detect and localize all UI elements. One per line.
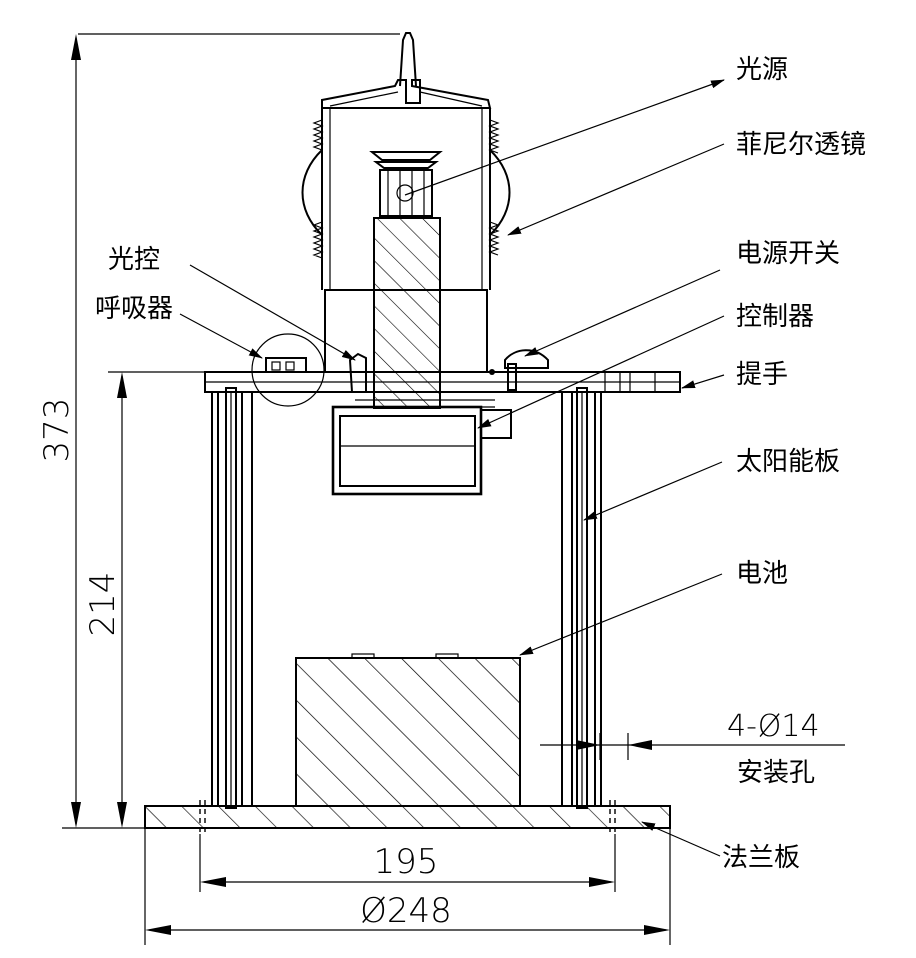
label-fresnel-lens: 菲尼尔透镜 bbox=[736, 130, 866, 160]
dim-total-height bbox=[62, 33, 400, 829]
battery bbox=[295, 653, 521, 807]
controller bbox=[331, 399, 512, 496]
label-breather: 呼吸器 bbox=[95, 294, 173, 324]
power-switch bbox=[489, 349, 549, 391]
light-source bbox=[369, 151, 443, 217]
label-light-source: 光源 bbox=[736, 55, 788, 85]
dim-mount-hole bbox=[540, 733, 845, 760]
dim-text-flange-diameter: Ø248 bbox=[360, 891, 452, 931]
light-control-breather bbox=[251, 333, 367, 407]
label-flange-plate: 法兰板 bbox=[722, 843, 800, 873]
label-mount-hole: 安装孔 bbox=[737, 758, 815, 788]
label-controller: 控制器 bbox=[736, 302, 814, 332]
dim-body-height bbox=[108, 371, 205, 828]
dim-flange-diameter bbox=[144, 828, 671, 945]
dim-text-total-height: 373 bbox=[37, 398, 77, 463]
dim-hole-spacing bbox=[199, 834, 616, 892]
central-rod bbox=[373, 217, 441, 409]
label-solar-panel: 太阳能板 bbox=[736, 447, 840, 477]
label-light-control: 光控 bbox=[108, 245, 160, 275]
top-plate bbox=[204, 371, 681, 393]
solar-panels bbox=[211, 387, 602, 809]
dim-text-body-height: 214 bbox=[83, 572, 123, 637]
label-handle: 提手 bbox=[736, 360, 788, 390]
label-battery: 电池 bbox=[736, 559, 788, 589]
label-power-switch: 电源开关 bbox=[736, 239, 840, 269]
leader-lines bbox=[179, 79, 725, 857]
dim-text-hole-spacing: 195 bbox=[374, 842, 439, 882]
label-mount-hole-spec: 4-Ø14 bbox=[727, 709, 820, 744]
